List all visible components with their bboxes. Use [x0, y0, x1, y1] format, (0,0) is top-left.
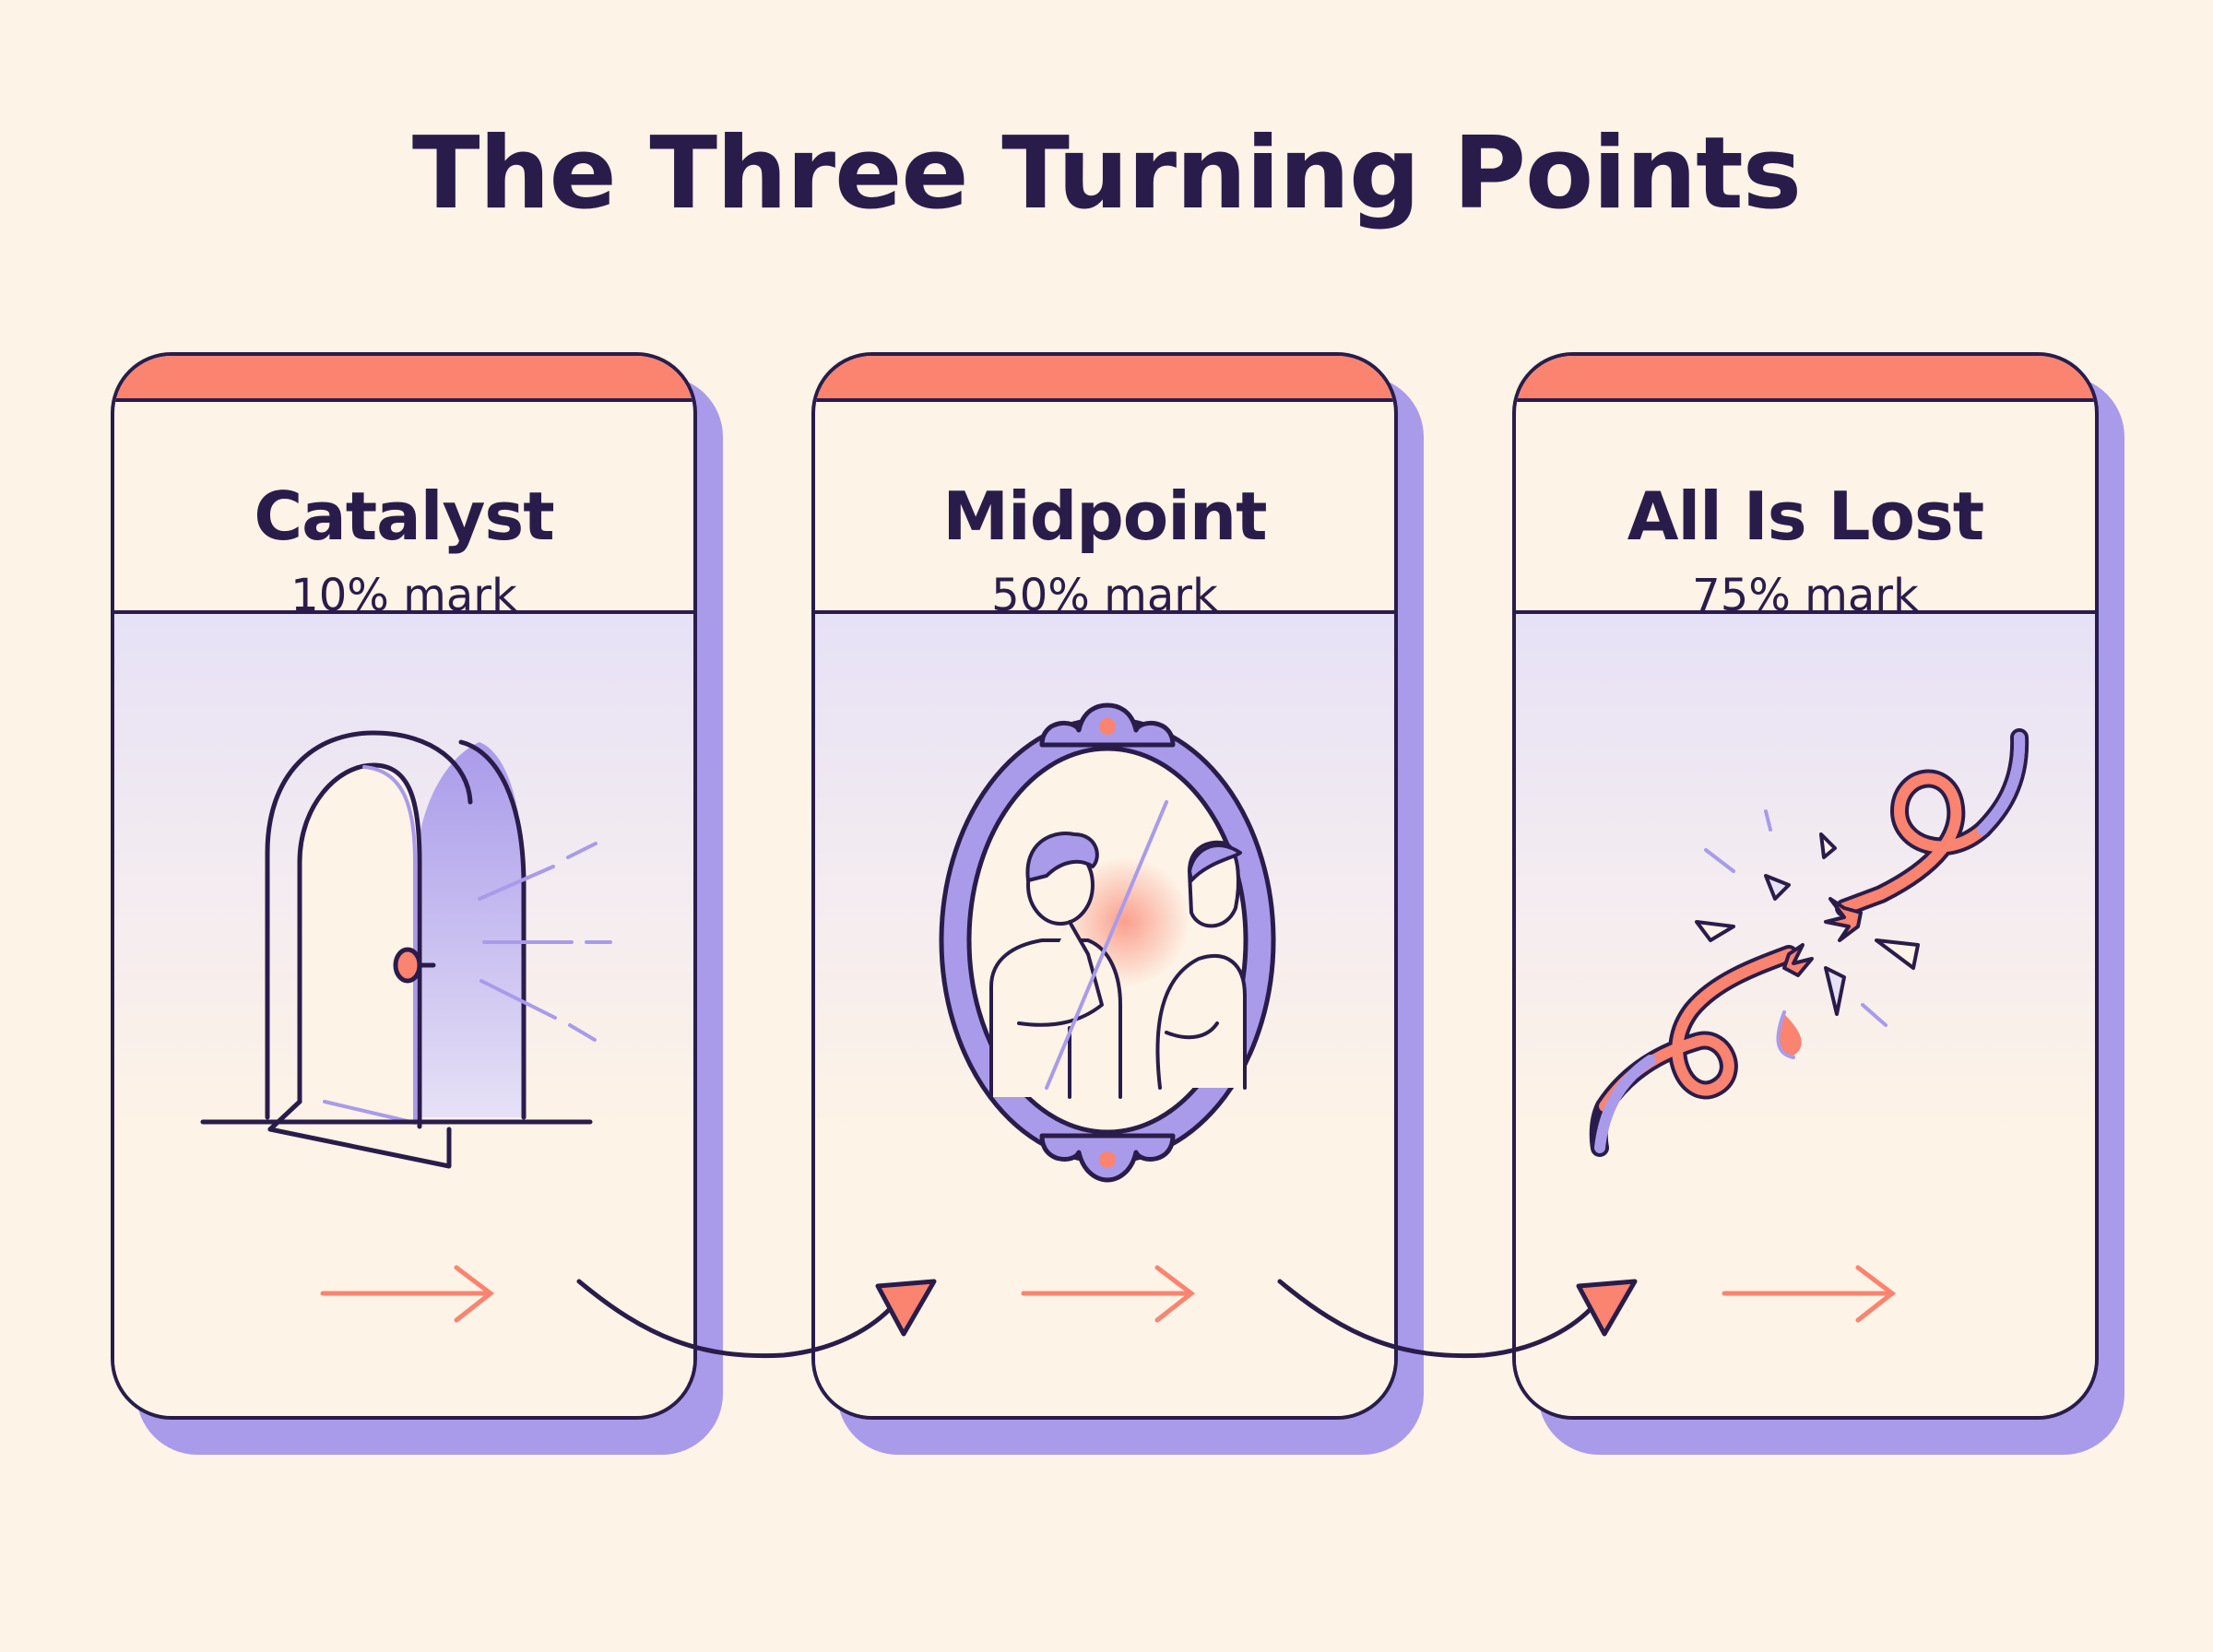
card-header: Midpoint 50% mark [815, 402, 1394, 618]
card-header: All Is Lost 75% mark [1516, 402, 2095, 618]
card-top-band [114, 356, 693, 402]
card-subtitle: 10% mark [290, 570, 517, 621]
card-subtitle: 50% mark [991, 570, 1218, 621]
card-title: All Is Lost [1627, 478, 1984, 555]
card-header: Catalyst 10% mark [114, 402, 693, 618]
broken-rope-icon [1589, 728, 2030, 1157]
arrow-right-icon [320, 1265, 495, 1323]
card-title: Catalyst [254, 478, 554, 555]
arrow-right-icon [1722, 1265, 1897, 1323]
card-top-band [815, 356, 1394, 402]
card-subtitle: 75% mark [1692, 570, 1919, 621]
oval-mirror-icon [939, 702, 1276, 1183]
card-top-band [1516, 356, 2095, 402]
page-title: The Three Turning Points [411, 116, 1802, 231]
arrow-right-icon [1021, 1265, 1196, 1323]
connector-arrow-icon [576, 1279, 937, 1359]
card-title: Midpoint [942, 478, 1267, 555]
card-all-is-lost: All Is Lost 75% mark [1512, 352, 2099, 1420]
open-door-icon [200, 730, 612, 1169]
connector-arrow-icon [1277, 1279, 1638, 1359]
